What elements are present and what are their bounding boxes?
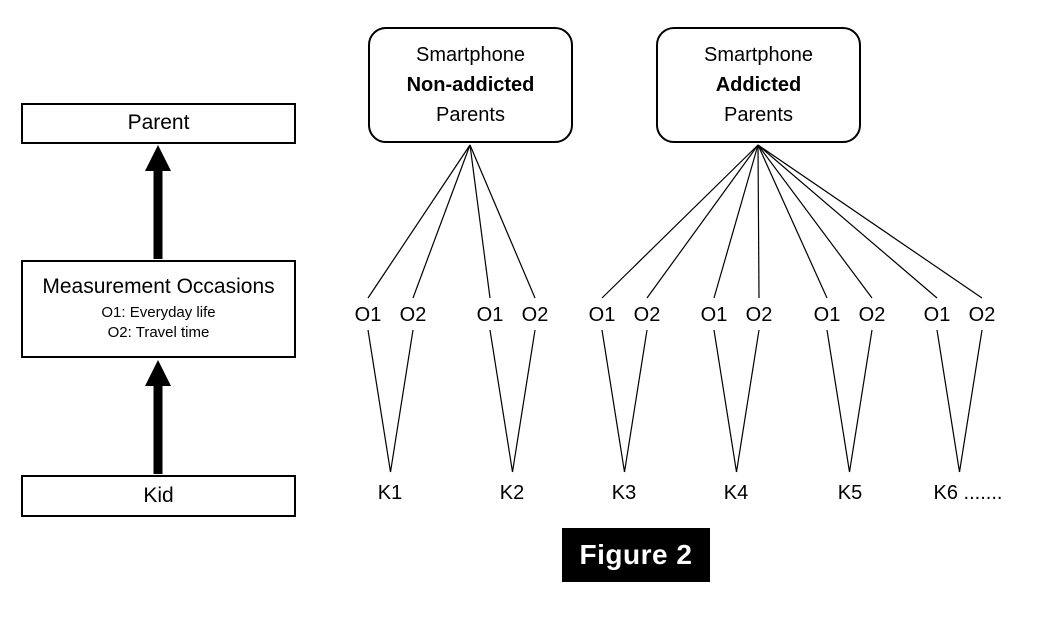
- level-subline-o1: O1: Everyday life: [101, 303, 216, 321]
- fan-line-addicted-5: [757, 144, 873, 299]
- occasion-label-addicted-4: O1: [813, 304, 841, 326]
- level-title-parent: Parent: [127, 111, 190, 135]
- occasion-label-nonaddicted-2: O1: [476, 304, 504, 326]
- arrow-measurement-to-parent-head: [145, 145, 171, 171]
- kid-label-nonaddicted-0: K1: [377, 482, 403, 504]
- fan-line-addicted-1: [646, 144, 759, 299]
- occasion-label-addicted-7: O2: [968, 304, 996, 326]
- v-line-left-addicted-0: [601, 329, 626, 473]
- level-box-kid: Kid: [21, 475, 296, 517]
- v-line-right-addicted-1: [735, 329, 760, 473]
- kid-label-addicted-2: K5: [837, 482, 863, 504]
- fan-line-addicted-0: [601, 144, 759, 299]
- kid-label-addicted-3: K6 .......: [933, 482, 1003, 504]
- occasion-label-addicted-3: O2: [745, 304, 773, 326]
- v-line-right-nonaddicted-1: [511, 329, 536, 473]
- v-line-right-nonaddicted-0: [389, 329, 414, 473]
- kid-label-nonaddicted-1: K2: [499, 482, 525, 504]
- fan-line-nonaddicted-3: [469, 144, 536, 299]
- occasion-label-addicted-6: O1: [923, 304, 951, 326]
- v-line-right-addicted-2: [848, 329, 873, 473]
- fan-line-nonaddicted-2: [469, 144, 491, 299]
- fan-line-addicted-6: [757, 144, 938, 299]
- group-label-line2-nonaddicted: Non-addicted: [406, 74, 535, 96]
- v-line-left-addicted-1: [713, 329, 738, 473]
- kid-label-addicted-0: K3: [611, 482, 637, 504]
- group-label-line3-nonaddicted: Parents: [436, 104, 505, 126]
- level-subline-o2: O2: Travel time: [107, 324, 210, 342]
- group-label-line3-addicted: Parents: [724, 104, 793, 126]
- group-label-line1-addicted: Smartphone: [704, 44, 813, 66]
- group-label-line2-addicted: Addicted: [715, 74, 802, 96]
- v-line-left-nonaddicted-0: [367, 329, 392, 473]
- v-line-right-addicted-3: [958, 329, 983, 473]
- v-line-left-addicted-3: [936, 329, 961, 473]
- v-line-left-addicted-2: [826, 329, 851, 473]
- fan-line-nonaddicted-1: [412, 144, 471, 299]
- group-box-nonaddicted: Smartphone Non-addicted Parents: [368, 27, 573, 143]
- fan-line-addicted-7: [757, 144, 983, 299]
- figure-caption: Figure 2: [562, 528, 710, 582]
- arrow-kid-to-measurement-head: [145, 360, 171, 386]
- v-line-right-addicted-0: [623, 329, 648, 473]
- level-title-kid: Kid: [143, 483, 174, 507]
- level-box-parent: Parent: [21, 103, 296, 144]
- occasion-label-addicted-0: O1: [588, 304, 616, 326]
- fan-line-nonaddicted-0: [367, 144, 471, 299]
- v-line-left-nonaddicted-1: [489, 329, 514, 473]
- kid-label-addicted-1: K4: [723, 482, 749, 504]
- fan-line-addicted-2: [713, 144, 759, 299]
- occasion-label-nonaddicted-3: O2: [521, 304, 549, 326]
- occasion-label-nonaddicted-1: O2: [399, 304, 427, 326]
- level-title-measurement-occasions: Measurement Occasions: [42, 274, 275, 298]
- occasion-label-nonaddicted-0: O1: [354, 304, 382, 326]
- figure-caption-text: Figure 2: [579, 539, 693, 570]
- fan-line-addicted-3: [757, 144, 760, 299]
- group-label-line1-nonaddicted: Smartphone: [416, 44, 525, 66]
- level-box-measurement-occasions: Measurement Occasions O1: Everyday life …: [21, 260, 296, 358]
- group-box-addicted: Smartphone Addicted Parents: [656, 27, 861, 143]
- occasion-label-addicted-1: O2: [633, 304, 661, 326]
- occasion-label-addicted-5: O2: [858, 304, 886, 326]
- fan-line-addicted-4: [757, 144, 828, 299]
- occasion-label-addicted-2: O1: [700, 304, 728, 326]
